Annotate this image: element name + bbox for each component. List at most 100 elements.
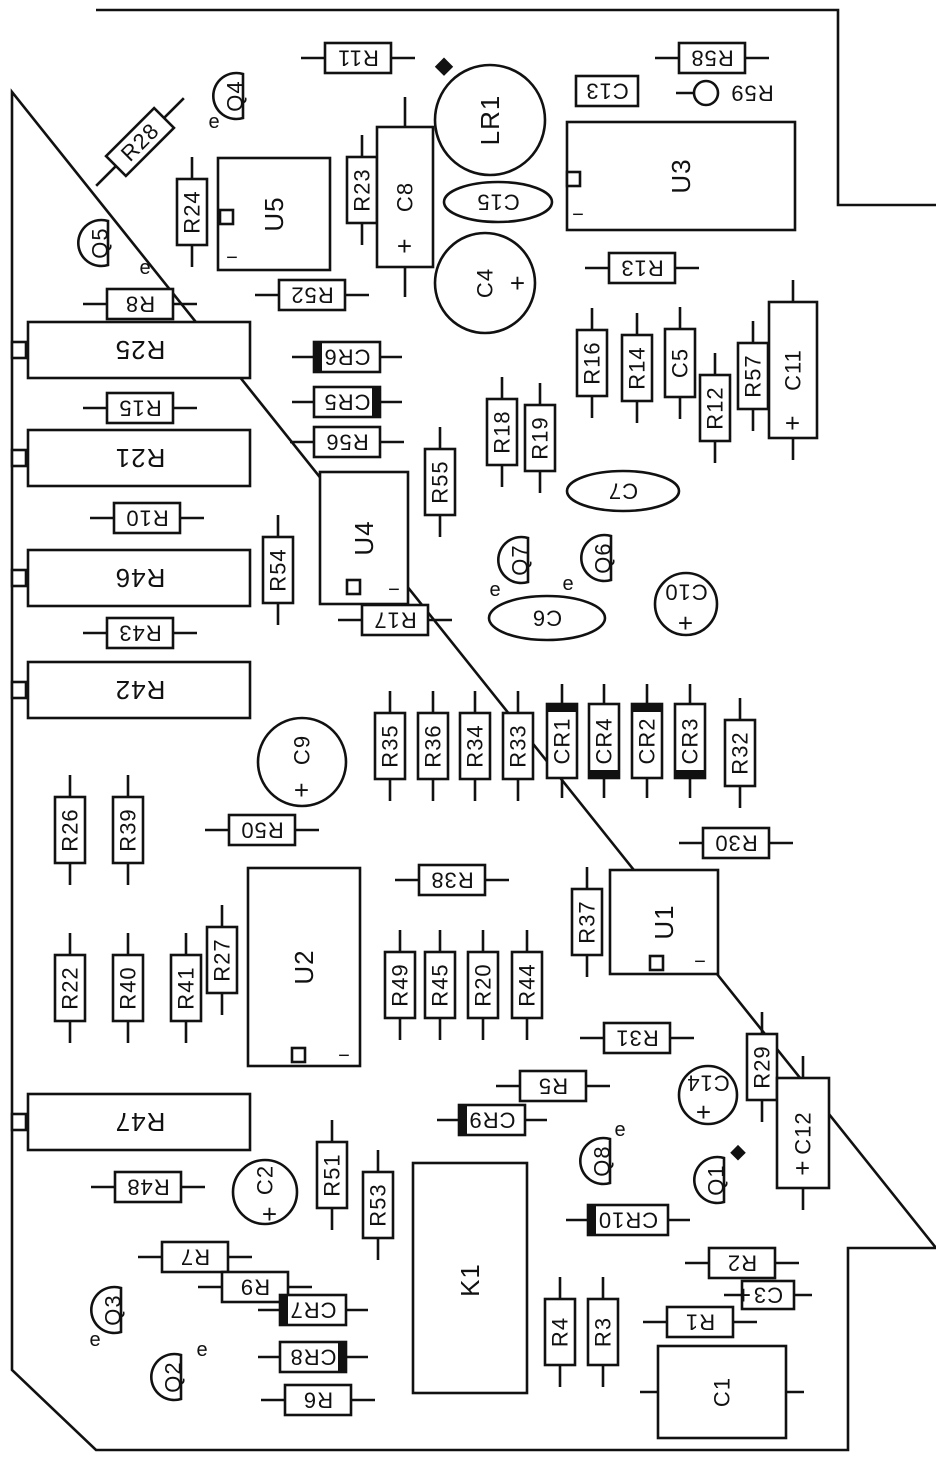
- transistor-label: Q7: [508, 544, 533, 575]
- diode-label: CR8: [289, 1345, 336, 1370]
- resistor-label: R15: [118, 396, 161, 421]
- transistor-label: Q6: [591, 542, 616, 573]
- resistor-label: R53: [366, 1183, 391, 1226]
- resistor-label: R38: [430, 868, 473, 893]
- transistor-q8: Q8e: [578, 1119, 626, 1186]
- resistor-r37: R37: [570, 867, 604, 977]
- diode-cr7: CR7: [258, 1293, 368, 1327]
- emitter-mark: e: [562, 573, 573, 595]
- transistor-label: Q5: [88, 227, 113, 258]
- resistor-label: R20: [471, 963, 496, 1006]
- resistor-r10: R10: [90, 501, 204, 535]
- capacitor-c9: C9+: [256, 716, 348, 808]
- resistor-r33: R33: [501, 691, 535, 801]
- capacitor-c10: C10+: [653, 571, 719, 638]
- capacitor-c8: C8+: [375, 97, 435, 297]
- resistor-r13: R13: [585, 251, 699, 285]
- resistor-r32: R32: [723, 698, 757, 808]
- resistor-label: R36: [421, 724, 446, 767]
- ic-label: U4: [349, 520, 379, 555]
- resistor-r7: R7: [138, 1240, 252, 1274]
- capacitor-c7: C7: [565, 469, 681, 513]
- emitter-mark: e: [196, 1339, 207, 1361]
- resistor-r11: R11: [301, 41, 415, 75]
- resistor-label: R45: [428, 963, 453, 1006]
- resistor-label: R56: [325, 430, 368, 455]
- polarity-plus-mark: +: [736, 1280, 752, 1310]
- transistor-q2: Q2e: [149, 1339, 208, 1402]
- resistor-r54: R54: [261, 515, 295, 625]
- resistor-label: R35: [378, 724, 403, 767]
- resistor-label: R6: [303, 1388, 333, 1413]
- resistor-r8: R8: [83, 287, 197, 321]
- resistor-r31: R31: [580, 1021, 694, 1055]
- capacitor-label: C11: [781, 349, 806, 391]
- capacitor-c14: C14+: [677, 1064, 739, 1127]
- resistor-label: R50: [240, 818, 283, 843]
- resistor-label: R22: [58, 966, 83, 1009]
- resistor-label: R23: [350, 168, 375, 211]
- resistor-r34: R34: [458, 691, 492, 801]
- resistor-label: R37: [575, 900, 600, 943]
- resistor-label: R58: [690, 46, 733, 71]
- ic-label: U3: [666, 158, 696, 193]
- resistor-label: R39: [116, 808, 141, 851]
- capacitor-label: C5: [668, 348, 693, 378]
- diode-cr6: CR6: [292, 340, 402, 374]
- capacitor-label: C2: [253, 1165, 278, 1195]
- ic-label: U5: [259, 196, 289, 231]
- polarity-plus-mark: +: [678, 608, 694, 638]
- resistor-label: R30: [714, 831, 757, 856]
- diode-cr9: CR9: [437, 1103, 547, 1137]
- relay-k1: K1: [411, 1161, 529, 1395]
- capacitor-label: C9: [290, 735, 315, 765]
- resistor-r55: R55: [423, 427, 457, 537]
- polarity-plus-mark: +: [262, 1199, 278, 1229]
- transistor-q3: Q3e: [89, 1285, 126, 1351]
- resistor-r35: R35: [373, 691, 407, 801]
- capacitor-c11: C11 +: [767, 280, 819, 460]
- transistor-q7: Q7e: [489, 535, 533, 601]
- resistor-label: R16: [580, 341, 605, 384]
- diode-label: CR6: [323, 345, 370, 370]
- resistor-label: R2: [727, 1251, 757, 1276]
- resistor-label: R49: [388, 963, 413, 1006]
- resistor-label: R9: [240, 1275, 270, 1300]
- capacitor-label: C15: [476, 190, 519, 215]
- resistor-r16: R16: [575, 308, 609, 418]
- capacitor-c5: C5: [663, 307, 697, 419]
- polarity-plus-mark: +: [696, 1097, 712, 1127]
- resistor-r23: R23: [345, 135, 379, 245]
- resistor-r6: R6: [261, 1383, 375, 1417]
- resistor-label: R14: [625, 346, 650, 389]
- resistor-r5: R5: [496, 1069, 610, 1103]
- resistor-label: R7: [180, 1245, 210, 1270]
- resistor-r19: R19: [523, 383, 557, 493]
- resistor-r44: R44: [510, 930, 544, 1040]
- resistor-label: R10: [125, 506, 168, 531]
- polarity-plus-mark: +: [785, 408, 801, 438]
- resistor-label: R8: [125, 292, 155, 317]
- transistor-q1: Q1: [692, 1144, 746, 1205]
- diode-label: CR2: [635, 717, 660, 764]
- capacitor-c3: C3+: [724, 1279, 812, 1311]
- resistor-r17: R17: [338, 603, 452, 637]
- resistor-label: R55: [428, 460, 453, 503]
- diode-label: CR5: [323, 390, 370, 415]
- relay-label: K1: [455, 1263, 485, 1297]
- resistor-r26: R26: [53, 775, 87, 885]
- capacitor-c13: C13: [574, 74, 640, 108]
- resistor-r52: R52: [255, 278, 369, 312]
- resistor-label: R4: [548, 1317, 573, 1347]
- resistor-r53: R53: [361, 1150, 395, 1260]
- resistor-r57: R57: [736, 321, 770, 431]
- transistor-label: Q8: [590, 1145, 615, 1176]
- capacitor-label: C14: [686, 1071, 729, 1096]
- resistor-label: R1: [685, 1310, 715, 1335]
- resistor-r47: R47: [10, 1092, 252, 1152]
- resistor-label: R34: [463, 724, 488, 767]
- capacitor-c6: C6: [487, 594, 607, 642]
- resistor-label: R25: [115, 335, 166, 365]
- resistor-r50: R50: [205, 813, 319, 847]
